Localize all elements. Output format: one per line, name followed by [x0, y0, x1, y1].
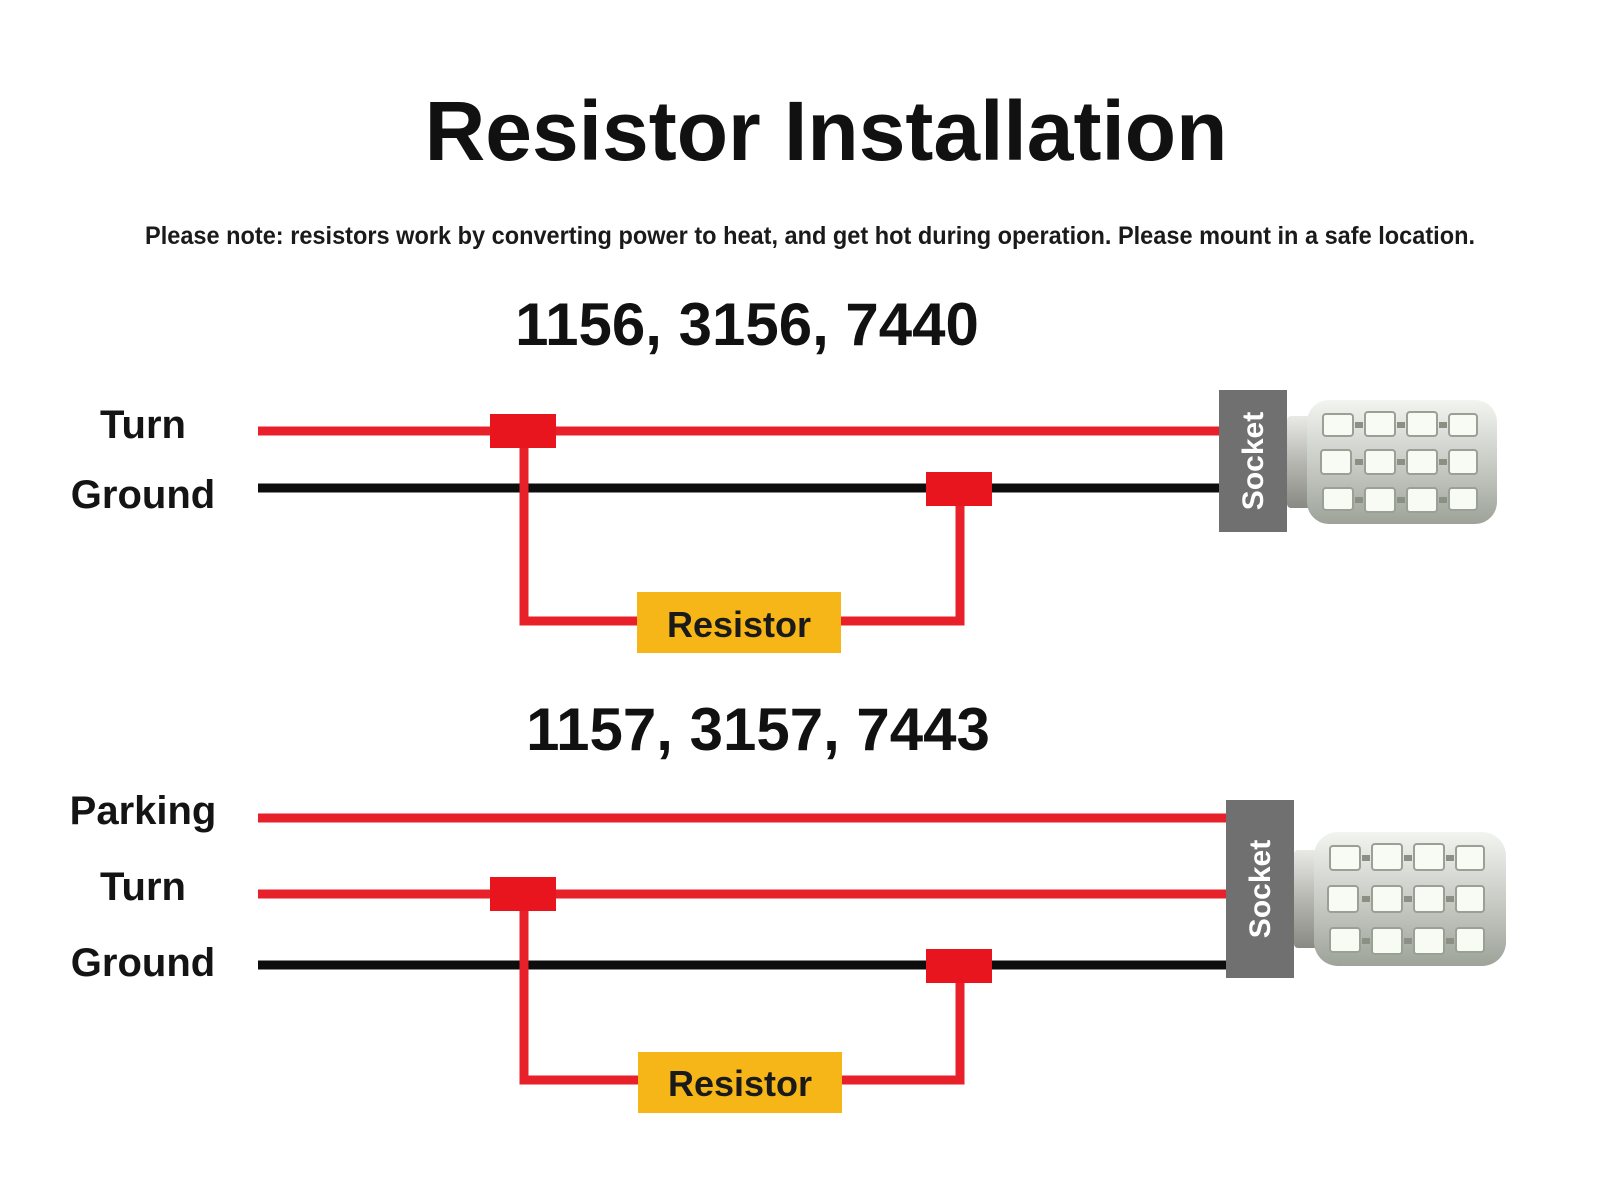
wire-label-ground: Ground: [71, 941, 215, 985]
resistor-label: Resistor: [668, 1063, 812, 1104]
bulb-socket: [1219, 390, 1287, 532]
diagram-1157-3157-7443: 1157, 3157, 7443 Parking Turn Ground Res…: [70, 696, 1506, 1113]
wire-label-turn: Turn: [100, 865, 186, 909]
splice-connector-turn: [490, 877, 556, 911]
socket-label: Socket: [1237, 412, 1270, 510]
bulb-models-heading: 1156, 3156, 7440: [515, 291, 979, 358]
resistor: [637, 592, 841, 653]
splice-connector-ground: [926, 472, 992, 506]
led-bulb-icon: [1294, 832, 1506, 966]
wire-label-turn: Turn: [100, 403, 186, 447]
bulb-models-heading: 1157, 3157, 7443: [526, 696, 990, 763]
led-bulb-icon: [1287, 400, 1497, 524]
bulb-socket: [1226, 800, 1294, 978]
resistor: [638, 1052, 842, 1113]
splice-connector-ground: [926, 949, 992, 983]
wire-label-ground: Ground: [71, 473, 215, 517]
safety-note: Please note: resistors work by convertin…: [145, 222, 1475, 250]
socket-label: Socket: [1244, 840, 1277, 938]
wire-label-parking: Parking: [70, 789, 217, 833]
splice-connector-turn: [490, 414, 556, 448]
resistor-label: Resistor: [667, 604, 811, 645]
page-title: Resistor Installation: [425, 84, 1228, 178]
diagram-1156-3156-7440: 1156, 3156, 7440 Turn Ground Resistor So…: [71, 291, 1497, 653]
